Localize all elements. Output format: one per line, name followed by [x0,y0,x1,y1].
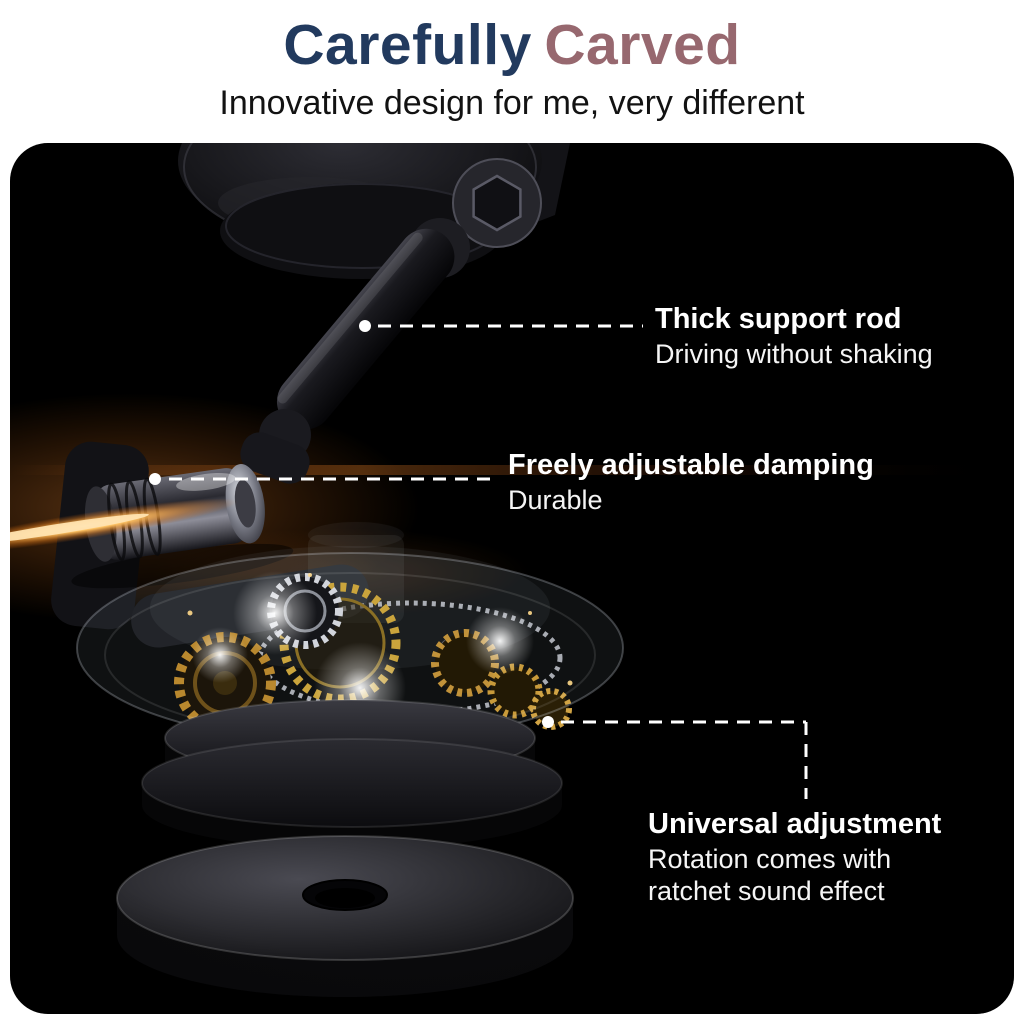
callout-title: Freely adjustable damping [508,449,874,481]
callout-title: Universal adjustment [648,808,942,840]
page-title-accent: Carved [544,13,741,77]
callout-desc: Durable [508,485,603,516]
callout-universal: Universal adjustment Rotation comes with… [648,808,950,907]
product-panel [10,143,1014,1014]
vignette [10,143,1014,1014]
page-title-primary: Carefully [283,13,532,77]
callout-support-rod: Thick support rod Driving without shakin… [655,303,933,371]
page-subtitle: Innovative design for me, very different [219,83,805,122]
callout-damping: Freely adjustable damping Durable [508,449,874,517]
callout-desc: Rotation comes with ratchet sound effect [648,844,892,906]
product-illustration [10,143,1014,1014]
callout-title: Thick support rod [655,303,902,335]
callout-desc: Driving without shaking [655,339,933,370]
